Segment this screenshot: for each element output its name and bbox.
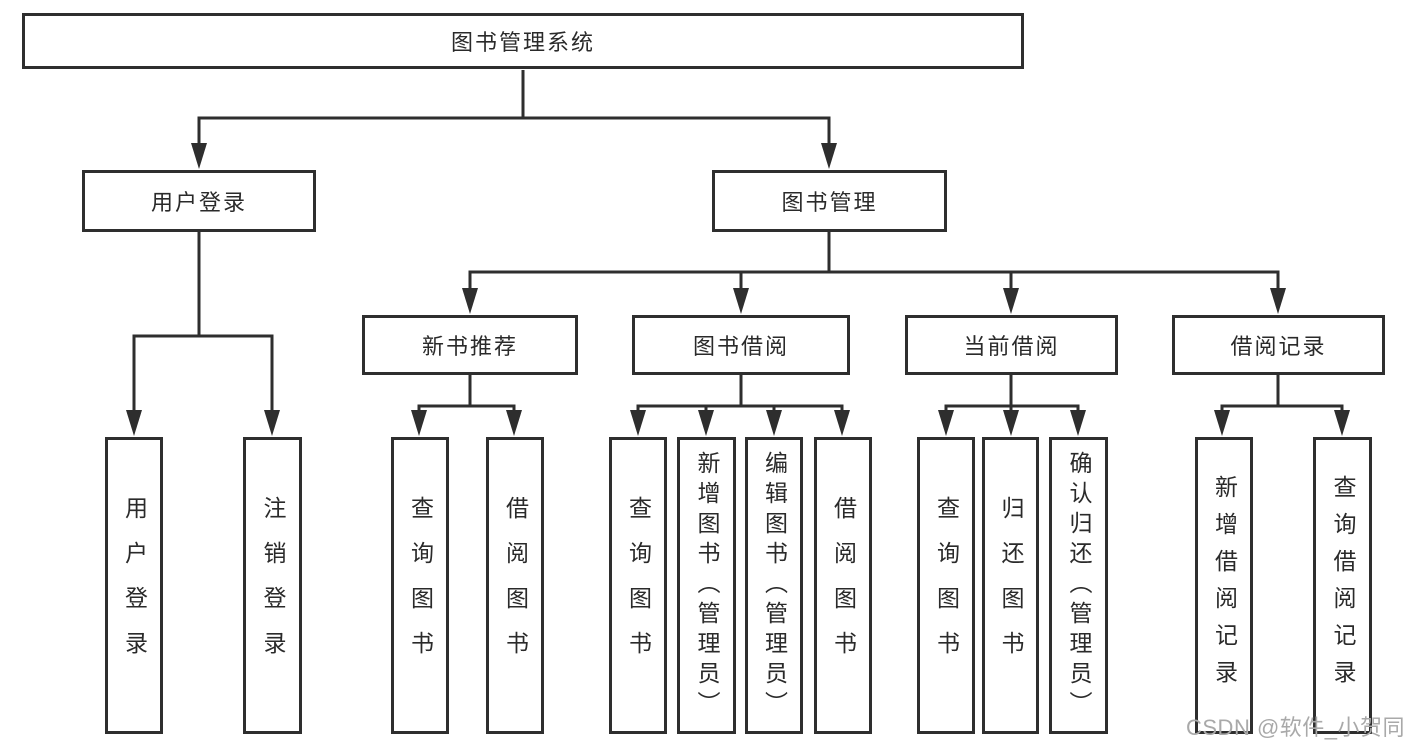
node-borrowing-records: 借阅记录 [1172, 315, 1385, 375]
node-label: 注销登录 [260, 495, 286, 676]
leaf-confirm-return-admin: 确认归还（管理员） [1049, 437, 1108, 734]
node-label: 图书借阅 [692, 334, 789, 359]
node-current-borrowing: 当前借阅 [905, 315, 1118, 375]
node-label: 查询借阅记录 [1330, 474, 1356, 697]
leaf-add-book-admin: 新增图书（管理员） [677, 437, 736, 734]
node-label: 当前借阅 [963, 334, 1060, 359]
leaf-add-borrow-record: 新增借阅记录 [1195, 437, 1253, 734]
node-label: 借阅图书 [502, 495, 529, 676]
leaf-query-books-recommend: 查询图书 [391, 437, 449, 734]
node-label: 用户登录 [150, 190, 247, 215]
node-label: 借阅记录 [1230, 334, 1327, 359]
node-label: 新书推荐 [421, 334, 518, 359]
leaf-logout: 注销登录 [243, 437, 302, 734]
leaf-borrow-books-borrowing: 借阅图书 [814, 437, 872, 734]
leaf-query-books-current: 查询图书 [917, 437, 975, 734]
node-label: 用户登录 [121, 495, 148, 676]
node-book-management: 图书管理 [712, 170, 947, 232]
node-label: 确认归还（管理员） [1066, 450, 1092, 721]
node-label: 查询图书 [625, 495, 652, 676]
node-label: 新增图书（管理员） [694, 450, 720, 721]
csdn-watermark: CSDN @软件_小贺同学 [1186, 715, 1405, 740]
node-label: 图书管理系统 [450, 30, 595, 55]
node-label: 编辑图书（管理员） [761, 450, 788, 721]
node-label: 新增借阅记录 [1211, 474, 1238, 697]
leaf-query-borrow-record: 查询借阅记录 [1313, 437, 1372, 734]
node-label: 图书管理 [781, 190, 878, 215]
leaf-borrow-books-recommend: 借阅图书 [486, 437, 544, 734]
node-user-login: 用户登录 [82, 170, 316, 232]
node-label: 归还图书 [998, 495, 1024, 676]
leaf-query-books-borrowing: 查询图书 [609, 437, 667, 734]
leaf-return-book: 归还图书 [982, 437, 1039, 734]
node-label: 查询图书 [407, 495, 434, 676]
node-library-management-system: 图书管理系统 [22, 13, 1024, 69]
node-new-book-recommendation: 新书推荐 [362, 315, 578, 375]
leaf-edit-book-admin: 编辑图书（管理员） [745, 437, 803, 734]
node-book-borrowing: 图书借阅 [632, 315, 850, 375]
node-label: 查询图书 [933, 495, 960, 676]
leaf-user-login: 用户登录 [105, 437, 163, 734]
node-label: 借阅图书 [830, 495, 857, 676]
